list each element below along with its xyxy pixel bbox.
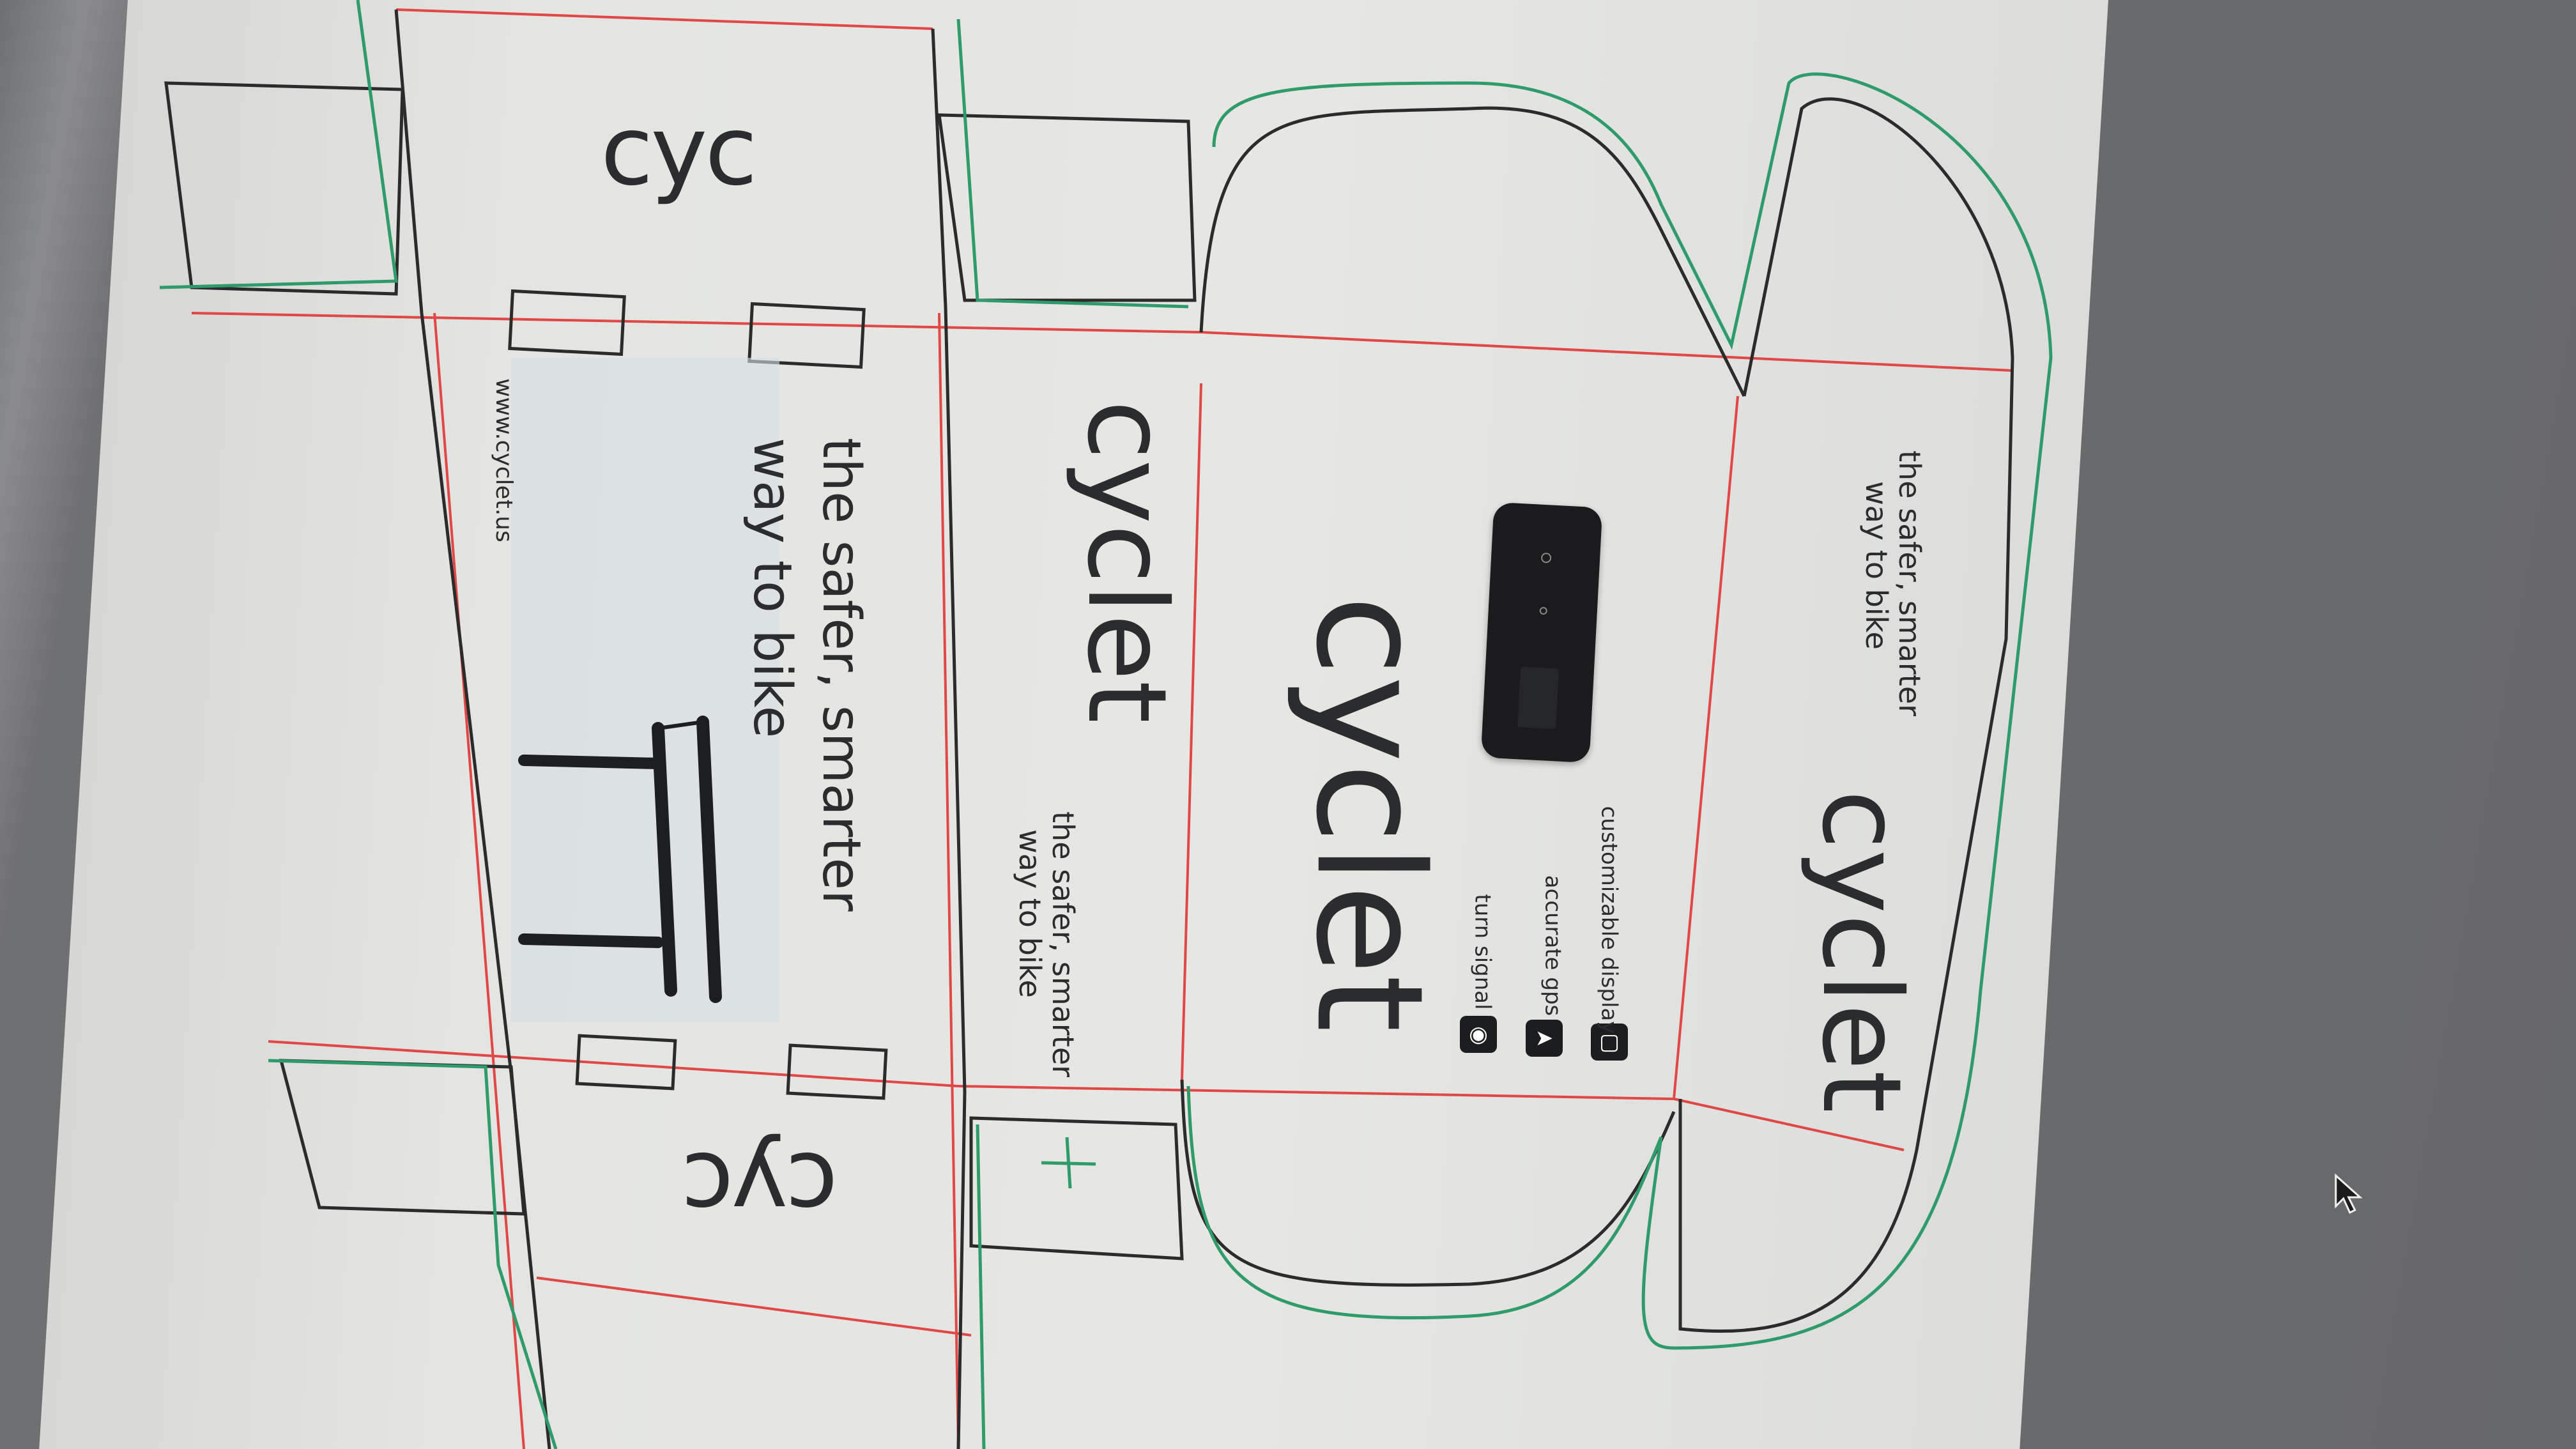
bleed-lines [159, 0, 2053, 1449]
bike-rack-illustration [511, 358, 779, 1022]
front-panel-brand: cyclet [1283, 595, 1454, 1032]
middle-panel-brand: cyclet [1063, 399, 1190, 724]
cut-lines [164, 9, 2014, 1449]
tagline-line1: the safer, smarter [811, 438, 871, 912]
right-tagline-line1: the safer, smarter [1892, 450, 1927, 717]
side-panel-tagline: the safer, smarter way to bike [728, 438, 875, 912]
tagline-line2: way to bike [742, 438, 802, 739]
middle-tagline-line2: way to bike [1013, 829, 1047, 998]
device-screen [1517, 666, 1560, 730]
device-sensor-icon [1539, 606, 1548, 615]
feature-title-customizable-display: customizable display [1596, 806, 1622, 1034]
display-icon: ▢ [1591, 1023, 1628, 1061]
feature-title-accurate-gps: accurate gps [1540, 875, 1566, 1016]
mouse-cursor-icon [2334, 1173, 2363, 1215]
website-url: www.cyclet.us [490, 378, 517, 542]
right-tagline-line2: way to bike [1859, 481, 1894, 650]
cyclet-device-image [1480, 502, 1603, 763]
right-panel-brand: cyclet [1798, 789, 1925, 1114]
device-camera-icon [1540, 552, 1552, 564]
middle-tagline-line1: the safer, smarter [1046, 811, 1080, 1078]
bottom-flap-logo: cyc [684, 1131, 838, 1242]
right-panel-tagline: the safer, smarter way to bike [1856, 450, 1927, 717]
fold-lines [191, 8, 2013, 1449]
feature-title-turn-signal: turn signal [1469, 894, 1496, 1010]
turn-signal-icon: ◉ [1460, 1016, 1497, 1053]
middle-panel-tagline: the safer, smarter way to bike [1013, 811, 1080, 1078]
top-flap-logo: cyc [601, 96, 758, 207]
gps-arrow-icon: ➤ [1526, 1020, 1563, 1057]
